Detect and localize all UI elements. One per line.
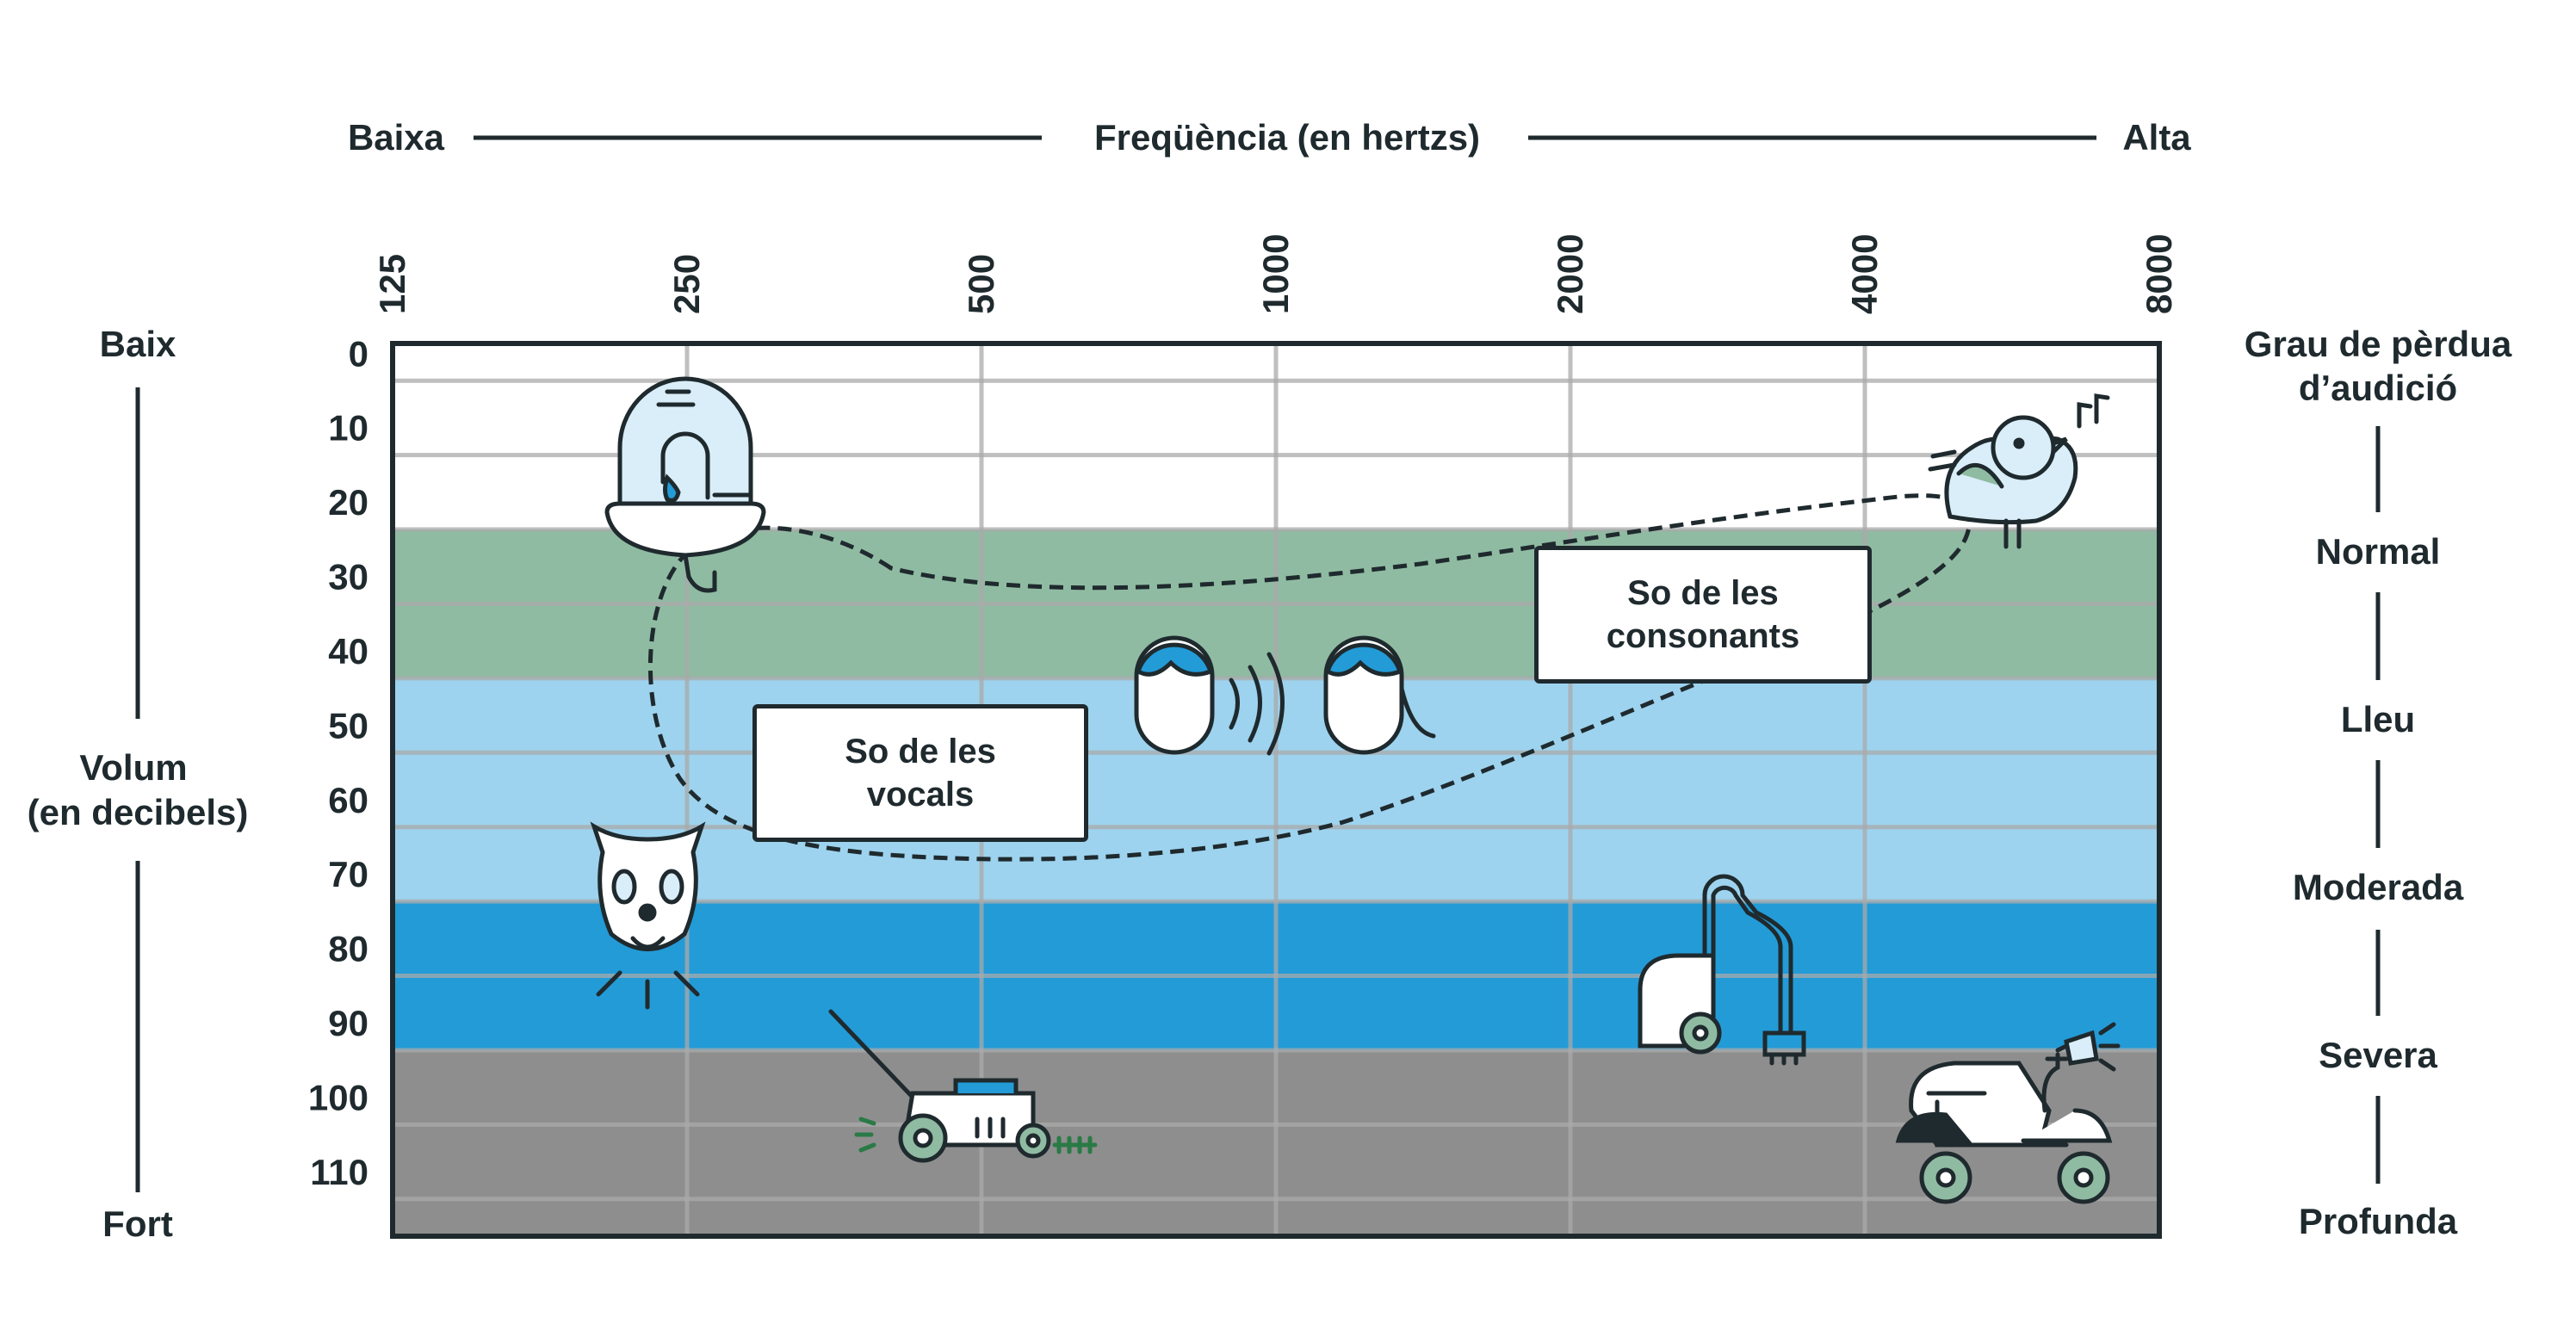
lawn-mower-icon bbox=[828, 1009, 1098, 1163]
vowels-callout-line2: vocals bbox=[866, 776, 975, 814]
volume-top-label: Baix bbox=[100, 324, 176, 364]
volume-tick-label: 110 bbox=[310, 1152, 368, 1192]
freq-axis-title: Freqüència (en hertzs) bbox=[1094, 117, 1480, 158]
vowels-callout-line1: So de les bbox=[845, 733, 996, 770]
chart-frame bbox=[390, 341, 2162, 1239]
volume-axis-title-line2: (en decibels) bbox=[28, 792, 249, 832]
freq-tick-label: 125 bbox=[372, 254, 412, 314]
freq-tick-label: 1000 bbox=[1255, 234, 1296, 314]
volume-tick-label: 0 bbox=[349, 333, 368, 374]
bird-icon bbox=[1928, 393, 2110, 549]
legend-profunda: Profunda bbox=[2299, 1201, 2458, 1241]
volume-tick-label: 30 bbox=[328, 557, 368, 597]
consonants-callout: So de les consonants bbox=[1534, 546, 1872, 684]
freq-tick-label: 8000 bbox=[2139, 234, 2179, 314]
vowel-consonant-region bbox=[647, 493, 1972, 862]
volume-tick-label: 80 bbox=[328, 929, 368, 969]
volume-ticks: 0 10 20 30 40 50 60 70 80 90 100 110 bbox=[308, 333, 368, 1192]
hearing-loss-title-line1: Grau de pèrdua bbox=[2245, 324, 2512, 364]
volume-bottom-label: Fort bbox=[102, 1203, 173, 1244]
two-people-talking-icon bbox=[1134, 635, 1436, 756]
freq-high-label: Alta bbox=[2122, 117, 2191, 158]
volume-tick-label: 40 bbox=[328, 631, 368, 671]
motorbike-icon bbox=[1895, 1022, 2121, 1204]
freq-tick-label: 2000 bbox=[1550, 234, 1590, 314]
volume-tick-label: 100 bbox=[308, 1077, 368, 1117]
consonants-callout-line2: consonants bbox=[1606, 617, 1800, 655]
dripping-faucet-icon bbox=[604, 376, 766, 593]
vowels-callout: So de les vocals bbox=[752, 704, 1088, 842]
volume-tick-label: 70 bbox=[328, 854, 368, 894]
legend-moderada: Moderada bbox=[2293, 867, 2464, 907]
volume-tick-label: 90 bbox=[328, 1003, 368, 1043]
volume-axis-title-line1: Volum bbox=[79, 747, 187, 788]
volume-tick-label: 10 bbox=[328, 408, 368, 449]
legend-severa: Severa bbox=[2319, 1035, 2437, 1075]
vacuum-cleaner-icon bbox=[1638, 874, 1806, 1066]
legend-normal: Normal bbox=[2316, 531, 2441, 572]
freq-tick-label: 4000 bbox=[1844, 234, 1885, 314]
consonants-callout-line1: So de les bbox=[1627, 574, 1779, 612]
freq-tick-label: 250 bbox=[666, 254, 707, 314]
freq-tick-label: 500 bbox=[961, 254, 1001, 314]
volume-tick-label: 20 bbox=[328, 482, 368, 523]
volume-tick-label: 60 bbox=[328, 780, 368, 820]
barking-dog-icon bbox=[590, 821, 706, 1010]
hearing-loss-title-line2: d’audició bbox=[2299, 368, 2457, 408]
volume-tick-label: 50 bbox=[328, 705, 368, 746]
frequency-ticks: 125 250 500 1000 2000 4000 8000 bbox=[372, 234, 2179, 314]
legend-lleu: Lleu bbox=[2341, 699, 2415, 739]
freq-low-label: Baixa bbox=[348, 117, 445, 158]
